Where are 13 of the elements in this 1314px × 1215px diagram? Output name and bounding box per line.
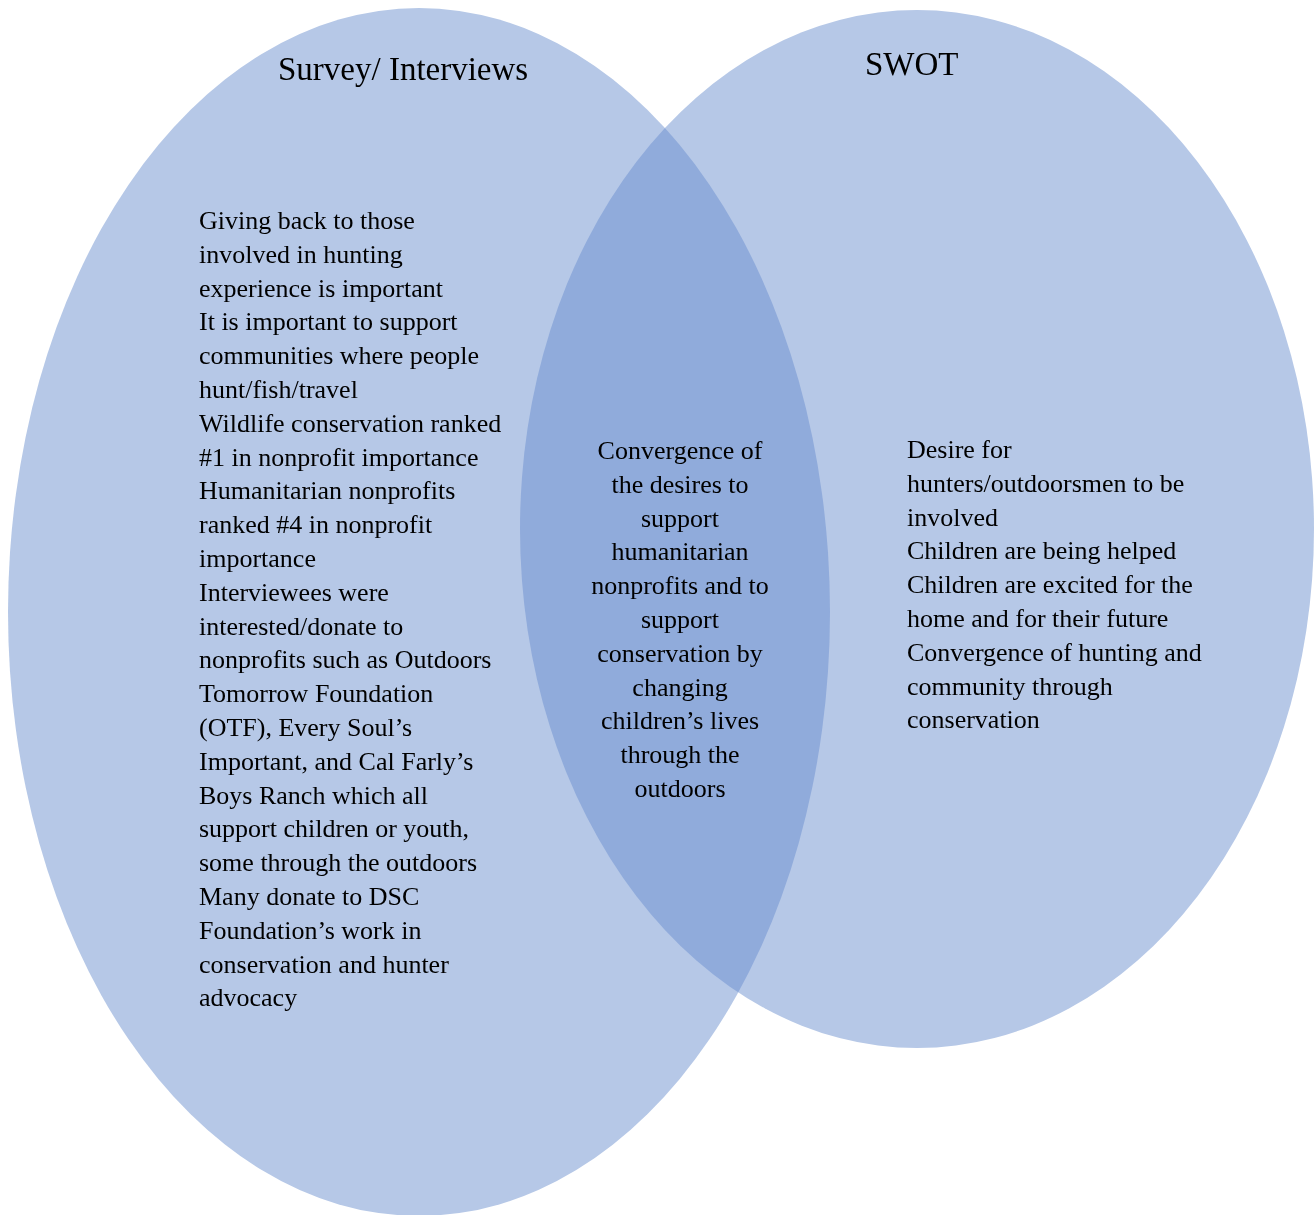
list-item: Many donate to DSC Foundation’s work in conservation and hunter advocacy	[199, 880, 450, 1015]
circle-heading: SWOT	[865, 45, 959, 83]
list-item: Wildlife conservation ranked #1 in nonprofit importance	[199, 407, 503, 474]
list-item: Children are excited for the home and for their future	[907, 569, 1194, 635]
list-item: Humanitarian nonprofits ranked #4 in nonprofit importance	[199, 475, 457, 575]
list-item: Desire for hunters/outdoorsmen to be involved	[907, 434, 1186, 534]
list-item: It is important to support communities where people hunt/fish/travel	[199, 306, 481, 406]
list-item: Interviewees were interested/donate to nonprofits such as Outdoors Tomorrow Foundation (OTF), Every Soul’s Important, and Cal Farly’s Boys Ranch which all support children or youth, some through the outdoors	[199, 576, 493, 880]
circle-heading: Survey/ Interviews	[278, 50, 529, 88]
list-item: Convergence of hunting and community through conservation	[907, 636, 1203, 737]
overlap-text: Convergence of the desires to support humanitarian nonprofits and to support conservation by changing children’s lives through the outdoors	[590, 435, 770, 805]
list-item: Giving back to those involved in hunting experience is important	[199, 205, 445, 305]
list-item: Children are being helped	[907, 535, 1178, 568]
